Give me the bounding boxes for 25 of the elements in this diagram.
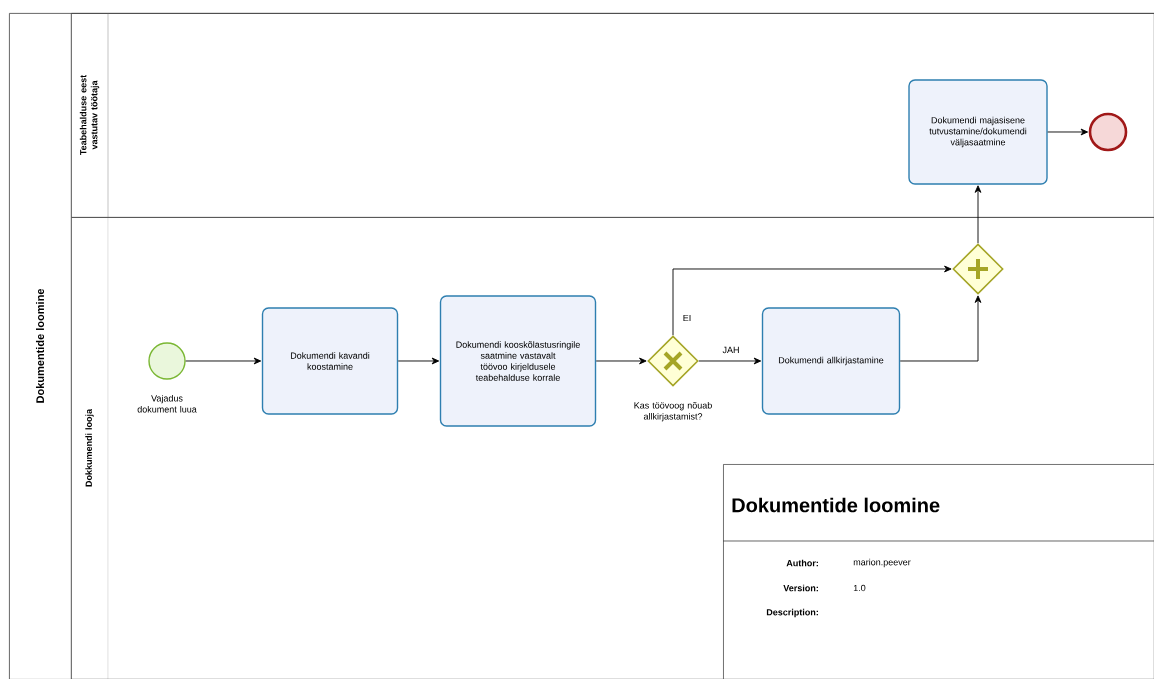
exclusive-gateway-diamond [647,335,699,387]
field-name: Version: [783,584,818,592]
edge-label: JAH [721,345,741,355]
end-event-circle [1088,112,1128,152]
field-value: marion.peever [853,558,911,568]
arrow [899,295,982,362]
arrow [397,357,440,365]
start-event-circle [148,342,186,380]
field-name: Author: [786,559,818,567]
parallel-gateway-diamond [952,243,1004,295]
arrow [595,357,647,365]
edge-label: EI [681,313,693,323]
arrow [974,185,982,244]
field-value: 1.0 [853,584,866,592]
event-caption: Vajadus dokument luua [137,394,197,413]
task-box: Dokumendi majasisene tutvustamine/dokumendi väljasaatmine [908,79,1048,185]
arrow [185,357,262,365]
arrow [1047,128,1089,136]
event-caption: Kas töövoog nõuab allkirjastamist? [634,402,712,422]
arrow [672,265,952,336]
task-box: Dokumendi kavandi koostamine [261,307,399,415]
arrow [698,357,762,365]
field-name: Description: [766,608,818,618]
task-box: Dokumendi kooskõlastusringile saatmine vastavalt töövoo kirjeldusele teabehalduse korrale [439,295,597,427]
task-box: Dokumendi allkirjastamine [761,307,901,415]
